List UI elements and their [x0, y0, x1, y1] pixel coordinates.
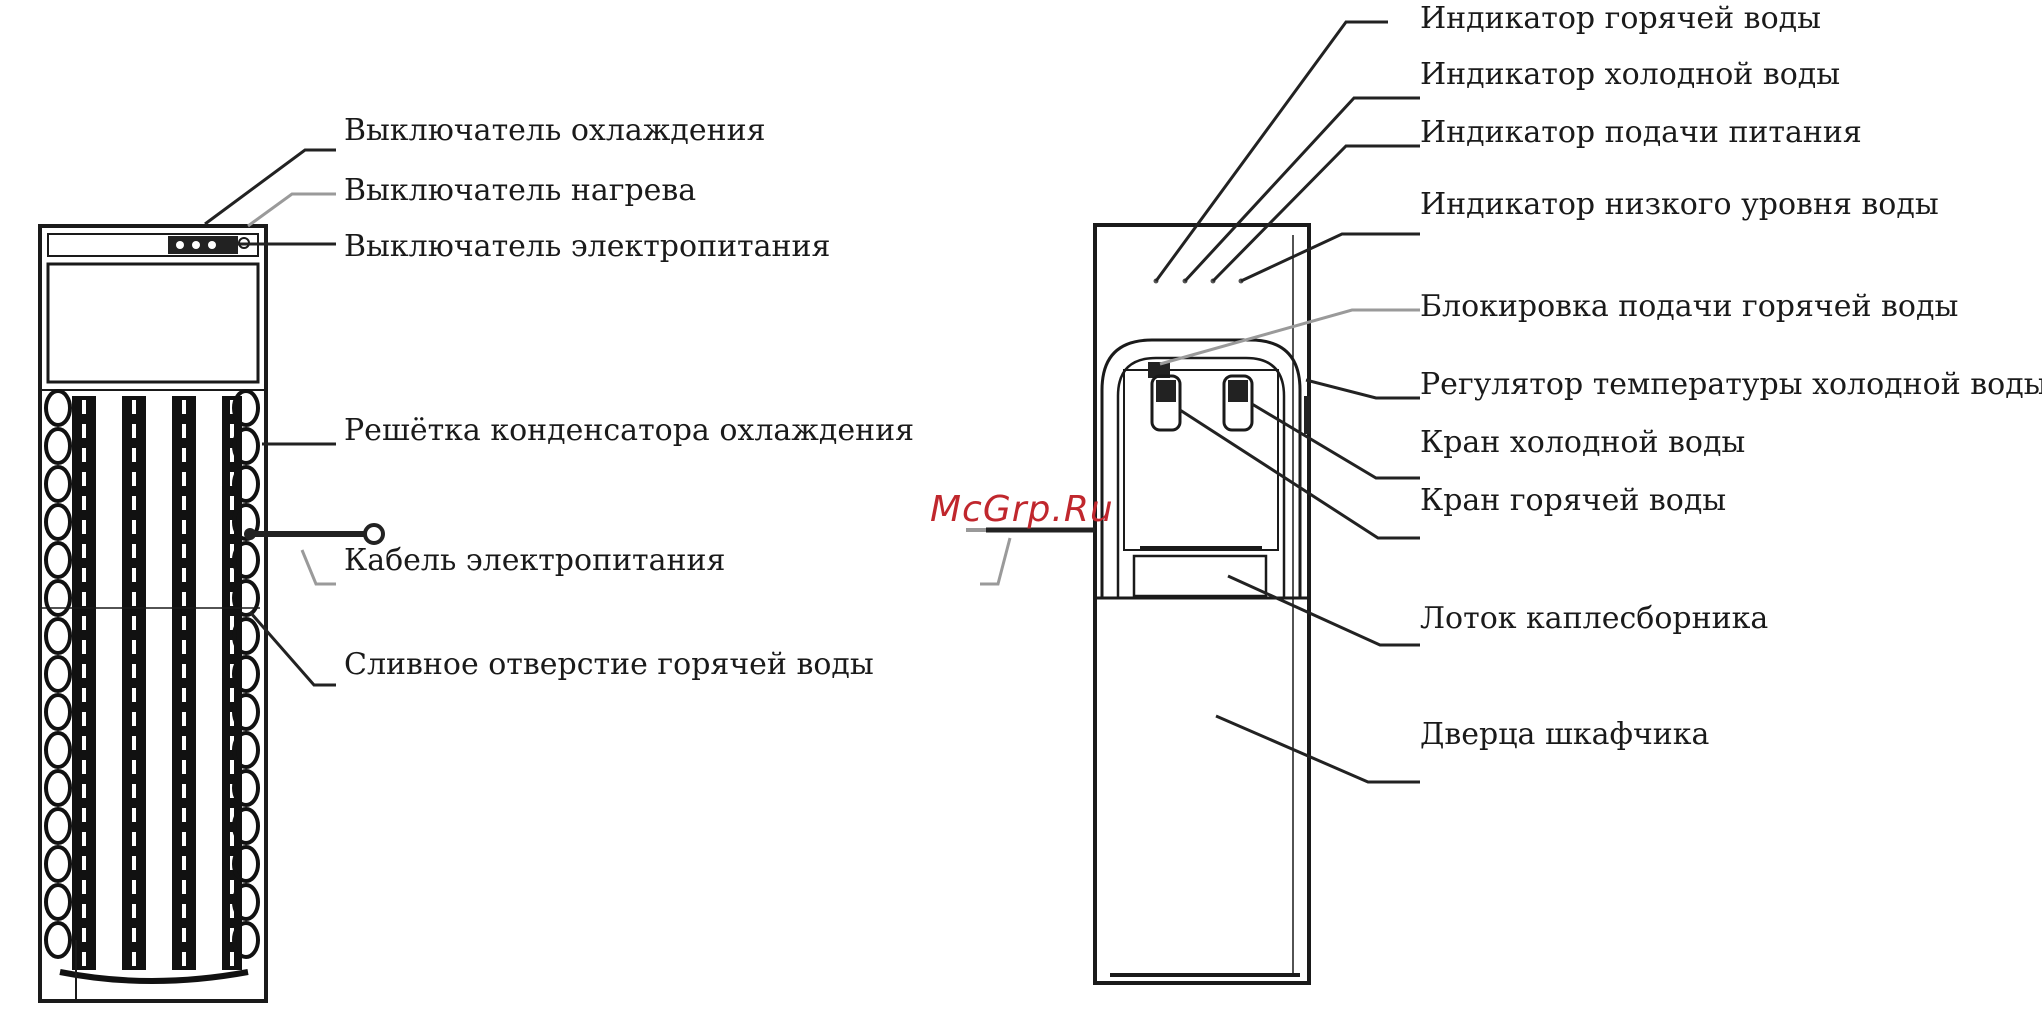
back-cabinet-outline	[38, 224, 268, 1003]
coil-loop	[44, 503, 72, 541]
label-condenser-grille: Решётка конденсатора охлаждения	[344, 413, 915, 448]
coil-loop	[232, 427, 260, 465]
label-cold-temp-regulator: Регулятор температуры холодной воды	[1420, 367, 2042, 402]
coil-loop	[232, 693, 260, 731]
back-view-drawing	[38, 224, 385, 1003]
coil-loop	[232, 769, 260, 807]
front-view-drawing	[966, 223, 1311, 985]
watermark-logo: McGrp.Ru	[930, 489, 1114, 530]
dispensing-alcove-outer	[1100, 338, 1302, 598]
regulator-knob	[1304, 396, 1310, 434]
label-low-water-indicator: Индикатор низкого уровня воды	[1420, 187, 1939, 222]
condenser-coil-grille	[44, 389, 260, 984]
coil-loop	[232, 579, 260, 617]
coil-loop	[44, 427, 72, 465]
coil-loop	[44, 845, 72, 883]
coil-tube	[122, 396, 146, 970]
coil-loop	[44, 883, 72, 921]
front-cabinet-outline	[1093, 223, 1311, 985]
dispensing-alcove-inner	[1116, 356, 1286, 598]
coil-loop	[44, 541, 72, 579]
coil-loop	[44, 579, 72, 617]
coil-loop	[44, 769, 72, 807]
back-leader-lines	[204, 148, 336, 687]
coil-loop	[232, 465, 260, 503]
power-cable-plug	[363, 523, 385, 545]
label-cold-tap: Кран холодной воды	[1420, 425, 1746, 460]
coil-tube	[222, 396, 242, 970]
coil-loop	[44, 731, 72, 769]
coil-loop	[232, 845, 260, 883]
label-hot-lock: Блокировка подачи горячей воды	[1420, 289, 1959, 324]
back-upper-panel	[46, 262, 260, 384]
cold-tap-body	[1150, 374, 1182, 432]
coil-loop	[232, 921, 260, 959]
coil-loop	[232, 389, 260, 427]
coil-loop	[232, 503, 260, 541]
coil-loop	[44, 921, 72, 959]
coil-tube	[172, 396, 196, 970]
coil-loop	[232, 655, 260, 693]
coil-loop	[44, 389, 72, 427]
label-hot-tap: Кран горячей воды	[1420, 483, 1727, 518]
label-drip-tray: Лоток каплесборника	[1420, 601, 1769, 636]
label-hot-indicator: Индикатор горячей воды	[1420, 1, 1821, 36]
label-cooling-switch: Выключатель охлаждения	[344, 113, 766, 148]
label-cabinet-door: Дверца шкафчика	[1420, 717, 1710, 752]
coil-loop	[44, 655, 72, 693]
coil-loop	[232, 541, 260, 579]
coil-loop	[232, 807, 260, 845]
coil-loop	[232, 617, 260, 655]
coil-loop	[44, 617, 72, 655]
drip-tray	[1132, 554, 1268, 598]
back-switch-block	[168, 236, 238, 254]
coil-loop	[44, 807, 72, 845]
coil-bottom-bend	[59, 969, 249, 984]
coil-tube	[72, 396, 96, 970]
coil-loop	[232, 731, 260, 769]
label-cold-indicator: Индикатор холодной воды	[1420, 57, 1841, 92]
coil-loop	[44, 693, 72, 731]
label-power-cable: Кабель электропитания	[344, 543, 726, 578]
coil-loop	[44, 465, 72, 503]
front-leader-lines	[1154, 20, 1420, 784]
hot-tap-body	[1222, 374, 1254, 432]
label-power-switch: Выключатель электропитания	[344, 229, 831, 264]
hot-water-lock-button	[1148, 362, 1170, 378]
coil-loop	[232, 883, 260, 921]
label-power-indicator: Индикатор подачи питания	[1420, 115, 1862, 150]
label-heating-switch: Выключатель нагрева	[344, 173, 697, 208]
label-hot-drain: Сливное отверстие горячей воды	[344, 647, 874, 682]
